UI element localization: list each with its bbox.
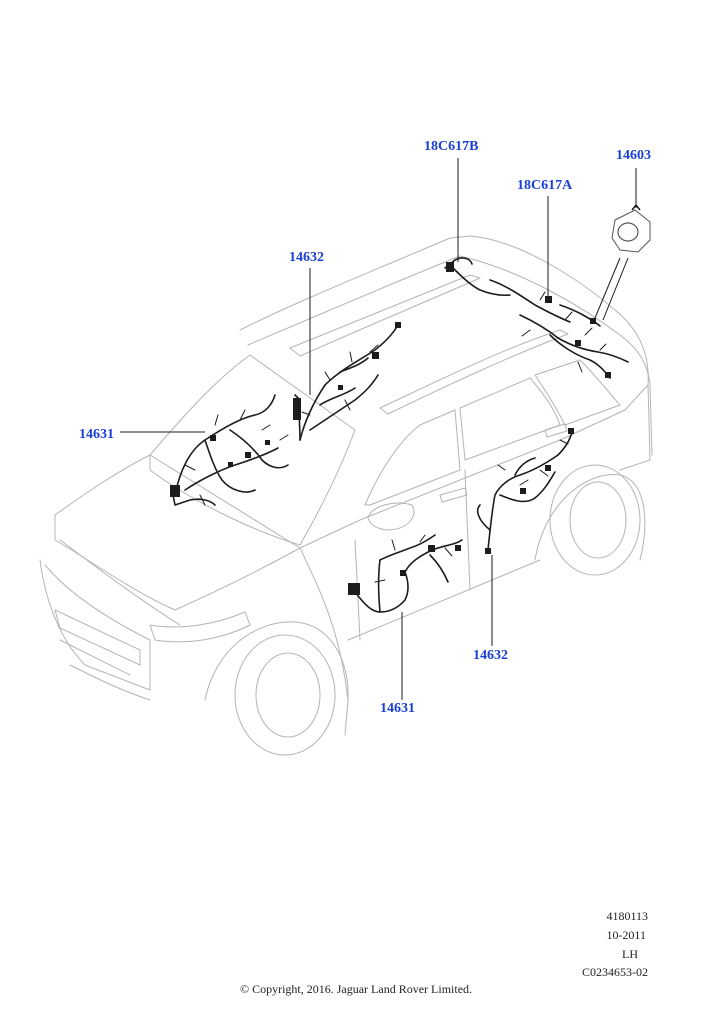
ref-code: C0234653-02 — [582, 965, 648, 979]
callout-14632-side: 14632 — [473, 648, 508, 663]
harness-14632-rear-door — [476, 428, 574, 554]
ref-side: LH — [622, 947, 638, 961]
callout-14632-roof: 14632 — [289, 250, 324, 265]
callout-18c617b: 18C617B — [424, 139, 479, 154]
ref-number: 4180113 — [606, 909, 648, 923]
part-14603-bracket — [611, 203, 651, 253]
copyright-notice: © Copyright, 2016. Jaguar Land Rover Lim… — [239, 982, 473, 996]
ref-date: 10-2011 — [606, 928, 646, 942]
callout-14631-roof: 14631 — [79, 427, 114, 442]
callout-18c617a: 18C617A — [517, 178, 573, 193]
callout-leaders — [120, 158, 637, 700]
callout-14631-side: 14631 — [380, 701, 415, 716]
harness-14632-roof — [293, 322, 401, 441]
harness-14631-roof — [170, 394, 289, 506]
vehicle-outline — [39, 235, 653, 756]
harness-14631-front-door — [348, 534, 463, 613]
callout-14603: 14603 — [616, 148, 651, 163]
